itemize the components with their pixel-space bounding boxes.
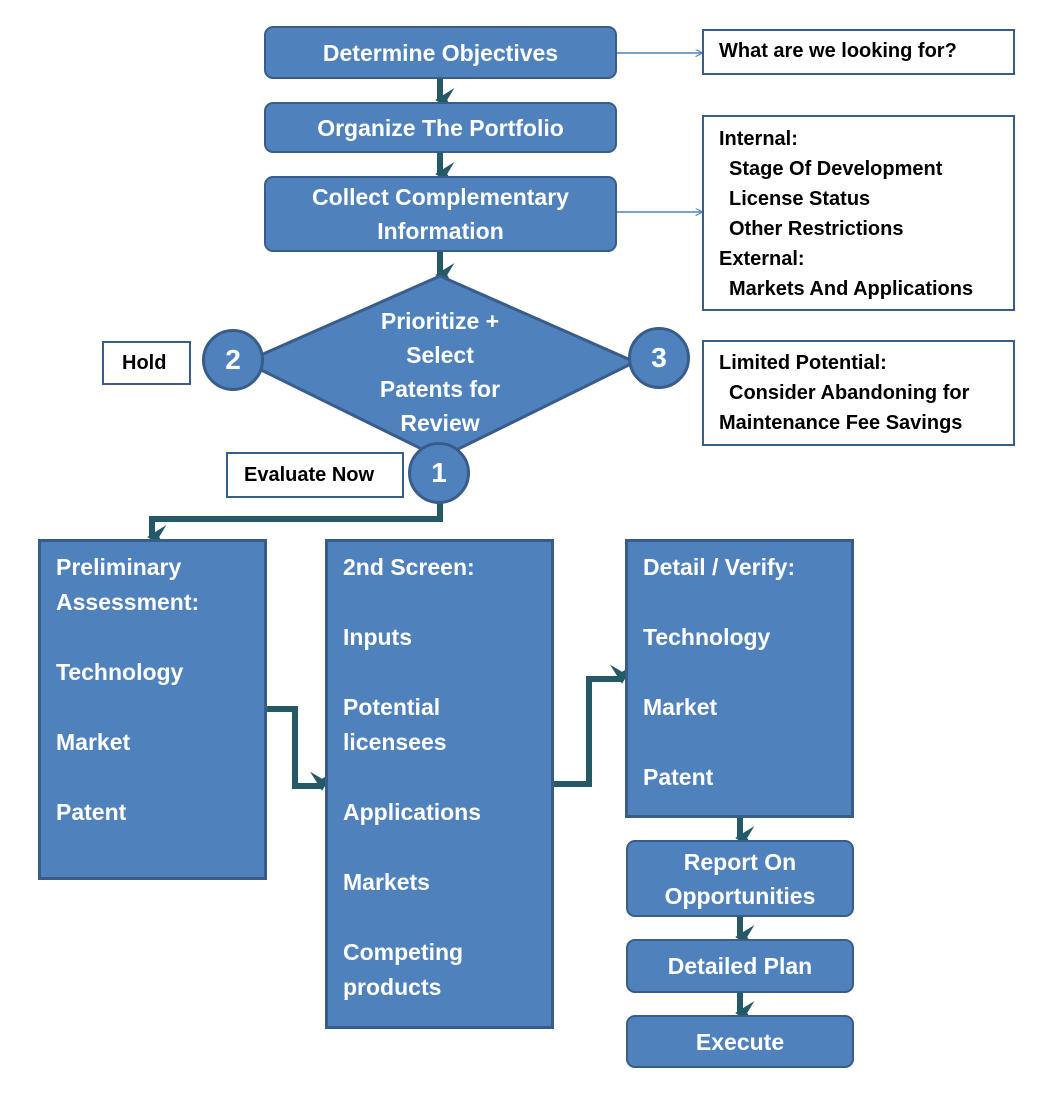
info-note: Internal: Stage Of Development License S…: [702, 115, 1015, 311]
organize-portfolio-label: Organize The Portfolio: [317, 114, 564, 141]
branch-1-circle: 1: [408, 442, 470, 504]
info-note-line-1: Internal:: [719, 128, 798, 150]
screen-line-3: Potential: [343, 694, 441, 720]
info-note-line-2: Stage Of Development: [729, 158, 943, 180]
screen-line-1: 2nd Screen:: [343, 554, 475, 580]
limited-potential-line-3: Maintenance Fee Savings: [719, 412, 963, 434]
prioritize-line-4: Review: [400, 410, 480, 436]
screen-line-6: Markets: [343, 869, 430, 895]
arrow-screen-to-detail: [554, 664, 634, 787]
evaluate-now-text: Evaluate Now: [244, 464, 375, 486]
info-note-line-6: Markets And Applications: [729, 278, 974, 300]
execute-box: Execute: [626, 1015, 854, 1068]
organize-portfolio-box: Organize The Portfolio: [264, 102, 617, 153]
detail-line-1: Detail / Verify:: [643, 554, 796, 580]
detailed-plan-box: Detailed Plan: [626, 939, 854, 993]
collect-info-line-1: Collect Complementary: [312, 184, 569, 210]
preliminary-line-5: Patent: [56, 799, 127, 825]
screen-line-4: licensees: [343, 729, 447, 755]
execute-label: Execute: [695, 1028, 785, 1055]
preliminary-line-2: Assessment:: [56, 589, 200, 615]
objectives-note-text: What are we looking for?: [719, 40, 957, 62]
limited-potential-line-2: Consider Abandoning for: [729, 382, 970, 404]
info-note-line-3: License Status: [729, 188, 871, 210]
info-note-line-4: Other Restrictions: [729, 218, 904, 240]
detail-line-3: Market: [643, 694, 718, 720]
hold-note-text: Hold: [122, 352, 167, 374]
detailed-plan-label: Detailed Plan: [667, 953, 813, 979]
arrow-preliminary-to-screen: [267, 706, 334, 791]
detail-line-2: Technology: [643, 624, 771, 650]
hold-note: Hold: [102, 341, 191, 385]
branch-2-circle: 2: [202, 329, 264, 391]
detail-line-4: Patent: [643, 764, 714, 790]
prioritize-line-1: Prioritize +: [380, 308, 500, 334]
branch-3-circle: 3: [628, 327, 690, 389]
branch-2-number: 2: [225, 344, 241, 375]
report-opportunities-box: Report On Opportunities: [626, 840, 854, 917]
prioritize-label: Prioritize + Select Patents for Review: [340, 304, 540, 440]
branch-3-number: 3: [651, 342, 667, 373]
detail-verify-panel: Detail / Verify: Technology Market Paten…: [625, 539, 854, 818]
preliminary-line-4: Market: [56, 729, 131, 755]
collect-info-box: Collect Complementary Information: [264, 176, 617, 252]
prioritize-line-2: Select: [406, 342, 474, 368]
branch-1-number: 1: [431, 457, 447, 488]
collect-info-line-2: Information: [377, 218, 504, 244]
prioritize-line-3: Patents for: [379, 376, 501, 402]
determine-objectives-label: Determine Objectives: [322, 39, 559, 66]
preliminary-line-3: Technology: [56, 659, 184, 685]
limited-potential-note: Limited Potential: Consider Abandoning f…: [702, 340, 1015, 446]
screen-line-7: Competing: [343, 939, 464, 965]
report-line-1: Report On: [683, 848, 797, 875]
screen-line-5: Applications: [343, 799, 482, 825]
screen-line-2: Inputs: [343, 624, 412, 650]
screen-line-8: products: [343, 974, 442, 1000]
second-screen-panel: 2nd Screen: Inputs Potential licensees A…: [325, 539, 554, 1029]
determine-objectives-box: Determine Objectives: [264, 26, 617, 79]
preliminary-assessment-panel: Preliminary Assessment: Technology Marke…: [38, 539, 267, 880]
preliminary-line-1: Preliminary: [56, 554, 182, 580]
info-note-line-5: External:: [719, 248, 805, 270]
report-line-2: Opportunities: [664, 882, 816, 909]
limited-potential-line-1: Limited Potential:: [719, 352, 887, 374]
arrow-branch1-to-preliminary: [147, 502, 443, 549]
objectives-note: What are we looking for?: [702, 29, 1015, 75]
evaluate-now-note: Evaluate Now: [226, 452, 404, 498]
